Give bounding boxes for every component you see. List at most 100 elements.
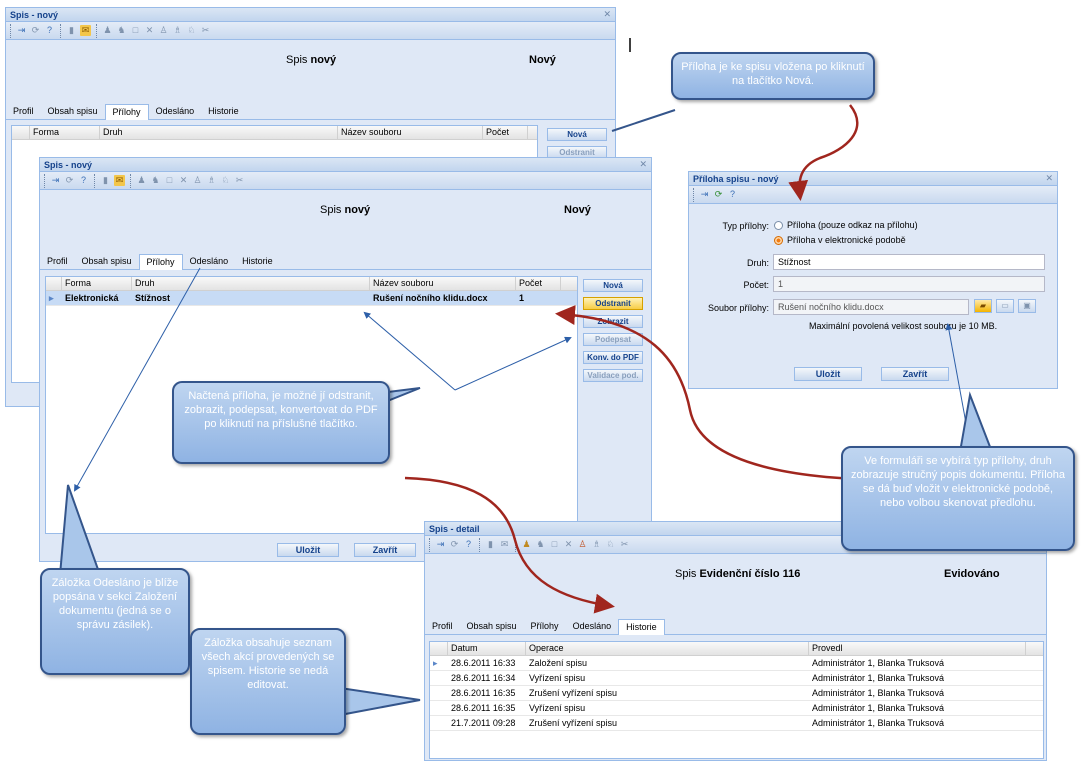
remove-button[interactable]: Odstranit — [547, 146, 607, 159]
mail-icon[interactable]: ✉ — [500, 539, 509, 549]
blank-icon[interactable]: □ — [132, 25, 139, 35]
column-provedl[interactable]: Provedl — [809, 642, 1026, 655]
tab-prilohy[interactable]: Přílohy — [138, 254, 183, 270]
help-icon[interactable]: ? — [80, 175, 86, 185]
folder-icon[interactable]: ▰ — [974, 299, 992, 313]
person-x-icon[interactable]: ♞ — [536, 539, 545, 549]
tab-prilohy[interactable]: Přílohy — [530, 621, 559, 631]
tab-historie[interactable]: Historie — [618, 619, 665, 635]
person-cut-icon[interactable]: ✂ — [201, 25, 210, 35]
help-icon[interactable]: ? — [465, 539, 471, 549]
column-forma[interactable]: Forma — [62, 277, 132, 290]
person-icon[interactable]: ♟ — [522, 539, 531, 549]
tab-odeslano[interactable]: Odesláno — [189, 256, 229, 266]
person-arrow-icon[interactable]: ♘ — [221, 175, 230, 185]
window-titlebar[interactable]: Spis - nový ✕ — [40, 158, 651, 172]
tab-obsah-spisu[interactable]: Obsah spisu — [466, 621, 517, 631]
type-option-electronic[interactable]: Příloha v elektronické podobě — [774, 235, 906, 245]
new-button[interactable]: Nová — [547, 128, 607, 141]
group-icon[interactable]: ♙ — [159, 25, 168, 35]
mail-icon[interactable]: ✉ — [80, 25, 91, 36]
person-icon[interactable]: ♟ — [103, 25, 112, 35]
first-icon[interactable]: ⇥ — [700, 189, 709, 199]
group2-icon[interactable]: ♗ — [592, 539, 601, 549]
tab-historie[interactable]: Historie — [208, 106, 239, 116]
tab-profil[interactable]: Profil — [13, 106, 34, 116]
doc-icon[interactable]: ▮ — [488, 539, 493, 549]
mail-icon[interactable]: ✉ — [114, 175, 125, 186]
person-cut-icon[interactable]: ✂ — [620, 539, 629, 549]
table-row[interactable]: 28.6.2011 16:34 Vyřízení spisu Administr… — [430, 671, 1043, 686]
tab-profil[interactable]: Profil — [47, 256, 68, 266]
table-row[interactable]: 21.7.2011 09:28 Zrušení vyřízení spisu A… — [430, 716, 1043, 731]
blank-icon[interactable]: □ — [166, 175, 173, 185]
close-icon[interactable]: ✕ — [564, 539, 573, 549]
close-icon[interactable]: ✕ — [639, 159, 647, 169]
table-row[interactable]: 28.6.2011 16:35 Vyřízení spisu Administr… — [430, 701, 1043, 716]
save-button[interactable]: Uložit — [277, 543, 339, 557]
person-arrow-icon[interactable]: ♘ — [606, 539, 615, 549]
refresh-icon[interactable]: ⟳ — [31, 25, 40, 35]
scanner-icon[interactable]: ▣ — [1018, 299, 1036, 313]
group-icon[interactable]: ♙ — [578, 539, 587, 549]
group-icon[interactable]: ♙ — [193, 175, 202, 185]
validate-signature-button[interactable]: Validace pod. — [583, 369, 643, 382]
sign-button[interactable]: Podepsat — [583, 333, 643, 346]
first-icon[interactable]: ⇥ — [436, 539, 445, 549]
first-icon[interactable]: ⇥ — [51, 175, 60, 185]
column-pocet[interactable]: Počet — [516, 277, 561, 290]
table-row[interactable]: ▸ Elektronická Stížnost Rušení nočního k… — [46, 291, 577, 306]
column-operace[interactable]: Operace — [526, 642, 809, 655]
tab-historie[interactable]: Historie — [242, 256, 273, 266]
window-titlebar[interactable]: Spis - nový ✕ — [6, 8, 615, 22]
scan-icon[interactable]: ▭ — [996, 299, 1014, 313]
dialog-titlebar[interactable]: Příloha spisu - nový ✕ — [689, 172, 1057, 186]
show-button[interactable]: Zobrazit — [583, 315, 643, 328]
person-arrow-icon[interactable]: ♘ — [187, 25, 196, 35]
help-icon[interactable]: ? — [46, 25, 52, 35]
close-icon[interactable]: ✕ — [1045, 173, 1053, 183]
refresh-icon[interactable]: ⟳ — [65, 175, 74, 185]
refresh-icon[interactable]: ⟳ — [450, 539, 459, 549]
person-cut-icon[interactable]: ✂ — [235, 175, 244, 185]
remove-button[interactable]: Odstranit — [583, 297, 643, 310]
table-row[interactable]: ▸ 28.6.2011 16:33 Založení spisu Adminis… — [430, 656, 1043, 671]
person-x-icon[interactable]: ♞ — [151, 175, 160, 185]
column-pocet[interactable]: Počet — [483, 126, 528, 139]
tab-profil[interactable]: Profil — [432, 621, 453, 631]
table-row[interactable]: 28.6.2011 16:35 Zrušení vyřízení spisu A… — [430, 686, 1043, 701]
tab-odeslano[interactable]: Odesláno — [572, 621, 612, 631]
close-icon[interactable]: ✕ — [179, 175, 188, 185]
person-x-icon[interactable]: ♞ — [117, 25, 126, 35]
group2-icon[interactable]: ♗ — [173, 25, 182, 35]
column-nazev-souboru[interactable]: Název souboru — [370, 277, 516, 290]
column-forma[interactable]: Forma — [30, 126, 100, 139]
tab-odeslano[interactable]: Odesláno — [155, 106, 195, 116]
doc-icon[interactable]: ▮ — [103, 175, 108, 185]
dialog-close-button[interactable]: Zavřít — [881, 367, 949, 381]
soubor-field[interactable]: Rušení nočního klidu.docx — [773, 299, 969, 315]
blank-icon[interactable]: □ — [551, 539, 558, 549]
first-icon[interactable]: ⇥ — [17, 25, 26, 35]
convert-pdf-button[interactable]: Konv. do PDF — [583, 351, 643, 364]
tab-obsah-spisu[interactable]: Obsah spisu — [81, 256, 132, 266]
dialog-save-button[interactable]: Uložit — [794, 367, 862, 381]
new-button[interactable]: Nová — [583, 279, 643, 292]
close-icon[interactable]: ✕ — [145, 25, 154, 35]
person-icon[interactable]: ♟ — [137, 175, 146, 185]
doc-icon[interactable]: ▮ — [69, 25, 74, 35]
help-icon[interactable]: ? — [729, 189, 735, 199]
column-nazev-souboru[interactable]: Název souboru — [338, 126, 483, 139]
refresh-icon[interactable]: ⟳ — [714, 189, 723, 199]
column-datum[interactable]: Datum — [448, 642, 526, 655]
column-druh[interactable]: Druh — [100, 126, 338, 139]
druh-field[interactable]: Stížnost — [773, 254, 1045, 270]
pocet-field[interactable]: 1 — [773, 276, 1045, 292]
close-button[interactable]: Zavřít — [354, 543, 416, 557]
close-icon[interactable]: ✕ — [603, 9, 611, 19]
tab-prilohy[interactable]: Přílohy — [104, 104, 149, 120]
group2-icon[interactable]: ♗ — [207, 175, 216, 185]
column-druh[interactable]: Druh — [132, 277, 370, 290]
type-option-link[interactable]: Příloha (pouze odkaz na přílohu) — [774, 220, 918, 230]
tab-obsah-spisu[interactable]: Obsah spisu — [47, 106, 98, 116]
